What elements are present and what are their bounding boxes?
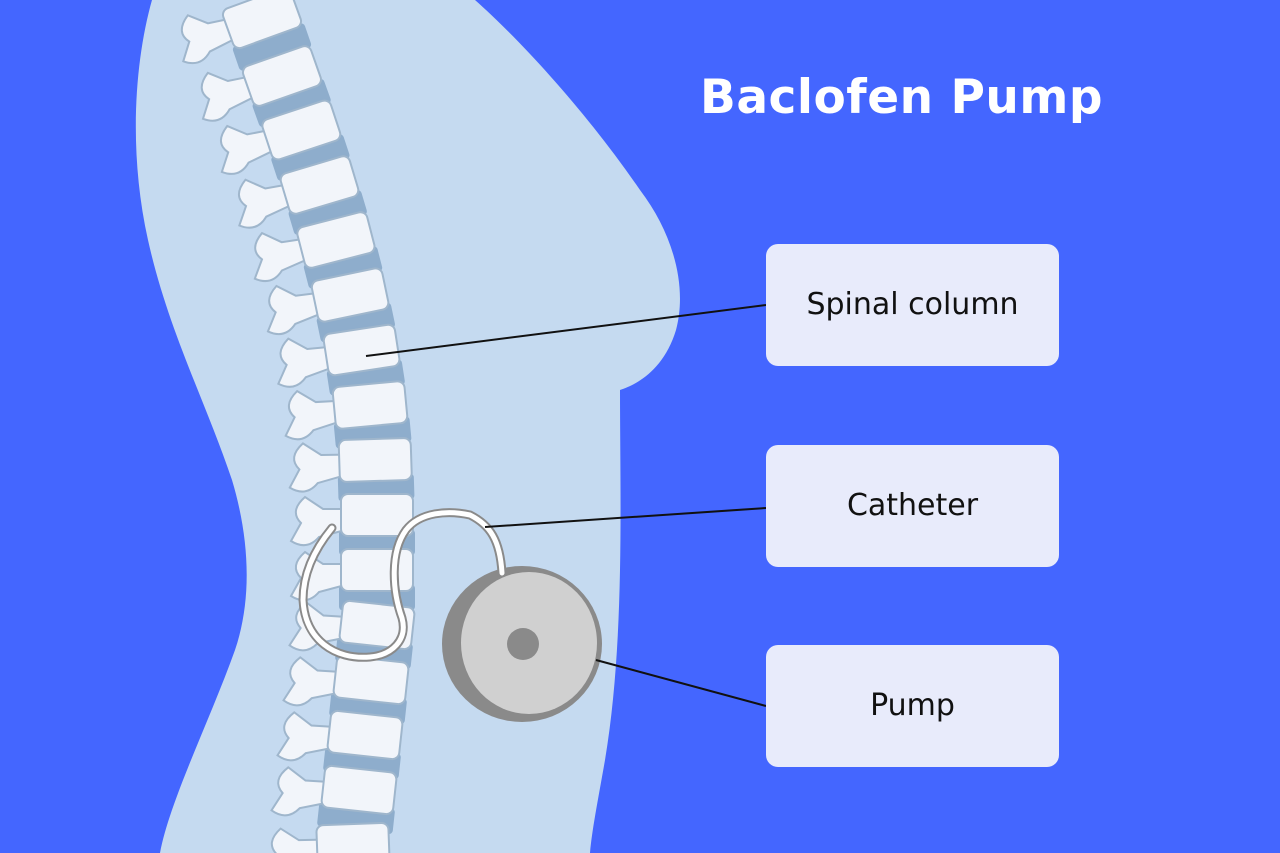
vertebra-process [288,442,349,493]
vertebra-body [331,380,409,430]
vertebra-process [200,71,259,122]
vertebra-body [340,493,414,537]
pump-leader-line [595,659,767,707]
vertebra-body [261,99,342,161]
intervertebral-disc [252,79,331,127]
vertebra-process [282,656,344,707]
pump-label: Pump [870,688,955,723]
pump-device [442,566,602,722]
vertebra-process [237,178,296,229]
intervertebral-disc [271,134,350,181]
spinal-column-label-box: Spinal column [766,244,1059,366]
catheter-tube [298,508,507,662]
vertebra-process [180,14,239,65]
catheter-label: Catheter [846,488,979,523]
vertebra-process [253,231,312,283]
intervertebral-disc [232,23,312,71]
vertebra-process [266,284,326,336]
vertebra-process [276,711,338,762]
catheter-leader-line [484,507,767,528]
vertebra-process [270,766,332,817]
vertebra-process [277,337,337,388]
spinal-column [180,0,416,853]
vertebra-body [221,0,303,50]
intervertebral-disc [303,246,383,289]
pump-label-box: Pump [766,645,1059,767]
vertebra-body [315,821,391,853]
diagram-title: Baclofen Pump [700,70,1103,125]
spinal-column-leader-line [365,304,767,357]
intervertebral-disc [288,190,367,235]
vertebra-body [332,654,410,706]
vertebra-body [279,155,360,215]
vertebra-body [340,548,414,592]
vertebra-process [284,389,345,441]
vertebra-body [320,764,398,816]
spinal-column-label: Spinal column [806,287,1019,322]
vertebra-body [326,709,404,761]
vertebra-body [296,211,376,269]
vertebra-process [219,124,278,175]
catheter-label-box: Catheter [766,445,1059,567]
vertebra-body [310,267,390,323]
vertebra-body [322,323,401,377]
vertebra-body [337,437,413,483]
vertebra-body [241,45,322,107]
vertebra-process [289,495,351,547]
